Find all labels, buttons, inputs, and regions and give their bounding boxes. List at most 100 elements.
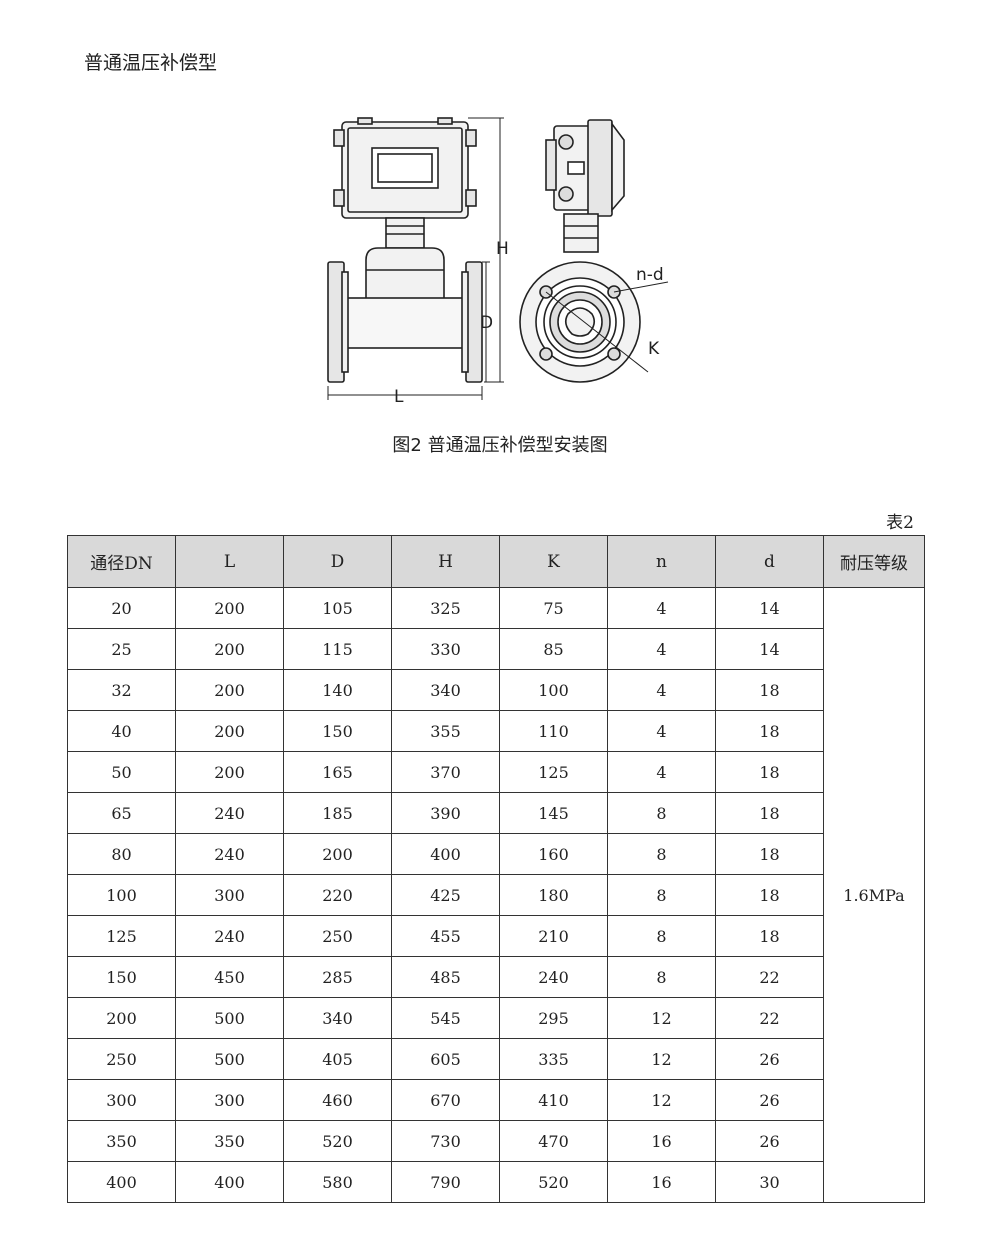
- cell-d: 105: [283, 587, 392, 629]
- cell-n: 8: [607, 915, 716, 957]
- cell-l: 200: [175, 669, 284, 711]
- cell-n: 8: [607, 792, 716, 834]
- cell-dn: 50: [67, 751, 176, 793]
- dim-label-l: L: [394, 387, 404, 407]
- cell-l: 500: [175, 997, 284, 1039]
- cell-d: 460: [283, 1079, 392, 1121]
- cell-bolt-d: 14: [715, 587, 824, 629]
- cell-d: 165: [283, 751, 392, 793]
- cell-bolt-d: 26: [715, 1120, 824, 1162]
- table-label: 表2: [886, 513, 914, 533]
- cell-l: 200: [175, 628, 284, 670]
- cell-bolt-d: 18: [715, 792, 824, 834]
- side-view: [519, 119, 641, 383]
- cell-k: 410: [499, 1079, 608, 1121]
- cell-bolt-d: 26: [715, 1038, 824, 1080]
- cell-dn: 20: [67, 587, 176, 629]
- cell-h: 330: [391, 628, 500, 670]
- cell-k: 110: [499, 710, 608, 752]
- cell-h: 325: [391, 587, 500, 629]
- cell-k: 160: [499, 833, 608, 875]
- cell-dn: 65: [67, 792, 176, 834]
- installation-drawing: H D L: [318, 110, 678, 410]
- cell-h: 370: [391, 751, 500, 793]
- cell-k: 335: [499, 1038, 608, 1080]
- cell-l: 240: [175, 915, 284, 957]
- cell-n: 12: [607, 997, 716, 1039]
- cell-n: 8: [607, 833, 716, 875]
- cell-bolt-d: 22: [715, 956, 824, 998]
- header-d: D: [283, 535, 392, 588]
- cell-d: 220: [283, 874, 392, 916]
- cell-d: 200: [283, 833, 392, 875]
- pressure-rating-cell: 1.6MPa: [823, 587, 925, 1203]
- cell-bolt-d: 18: [715, 669, 824, 711]
- cell-h: 605: [391, 1038, 500, 1080]
- cell-k: 85: [499, 628, 608, 670]
- cell-h: 340: [391, 669, 500, 711]
- cell-k: 125: [499, 751, 608, 793]
- section-heading: 普通温压补偿型: [84, 52, 218, 74]
- cell-n: 12: [607, 1038, 716, 1080]
- cell-n: 16: [607, 1161, 716, 1203]
- cell-bolt-d: 30: [715, 1161, 824, 1203]
- cell-d: 150: [283, 710, 392, 752]
- cell-dn: 200: [67, 997, 176, 1039]
- cell-bolt-d: 14: [715, 628, 824, 670]
- header-bolt-d: d: [715, 535, 824, 588]
- front-view: [327, 117, 483, 383]
- cell-n: 16: [607, 1120, 716, 1162]
- cell-d: 580: [283, 1161, 392, 1203]
- cell-bolt-d: 26: [715, 1079, 824, 1121]
- cell-d: 520: [283, 1120, 392, 1162]
- cell-dn: 150: [67, 956, 176, 998]
- cell-bolt-d: 18: [715, 751, 824, 793]
- cell-n: 4: [607, 587, 716, 629]
- cell-h: 485: [391, 956, 500, 998]
- dim-label-nd: n-d: [636, 265, 664, 285]
- cell-bolt-d: 18: [715, 710, 824, 752]
- cell-k: 75: [499, 587, 608, 629]
- cell-dn: 40: [67, 710, 176, 752]
- cell-h: 790: [391, 1161, 500, 1203]
- cell-l: 400: [175, 1161, 284, 1203]
- cell-d: 185: [283, 792, 392, 834]
- cell-l: 200: [175, 710, 284, 752]
- cell-l: 200: [175, 751, 284, 793]
- cell-dn: 32: [67, 669, 176, 711]
- cell-k: 295: [499, 997, 608, 1039]
- cell-d: 285: [283, 956, 392, 998]
- cell-l: 240: [175, 792, 284, 834]
- cell-l: 200: [175, 587, 284, 629]
- cell-k: 180: [499, 874, 608, 916]
- cell-l: 300: [175, 1079, 284, 1121]
- cell-k: 210: [499, 915, 608, 957]
- cell-h: 455: [391, 915, 500, 957]
- cell-h: 670: [391, 1079, 500, 1121]
- cell-n: 4: [607, 669, 716, 711]
- cell-d: 140: [283, 669, 392, 711]
- cell-dn: 125: [67, 915, 176, 957]
- cell-dn: 400: [67, 1161, 176, 1203]
- header-k: K: [499, 535, 608, 588]
- cell-dn: 100: [67, 874, 176, 916]
- cell-k: 145: [499, 792, 608, 834]
- cell-n: 4: [607, 710, 716, 752]
- cell-n: 8: [607, 874, 716, 916]
- cell-h: 390: [391, 792, 500, 834]
- cell-dn: 25: [67, 628, 176, 670]
- cell-d: 405: [283, 1038, 392, 1080]
- cell-h: 425: [391, 874, 500, 916]
